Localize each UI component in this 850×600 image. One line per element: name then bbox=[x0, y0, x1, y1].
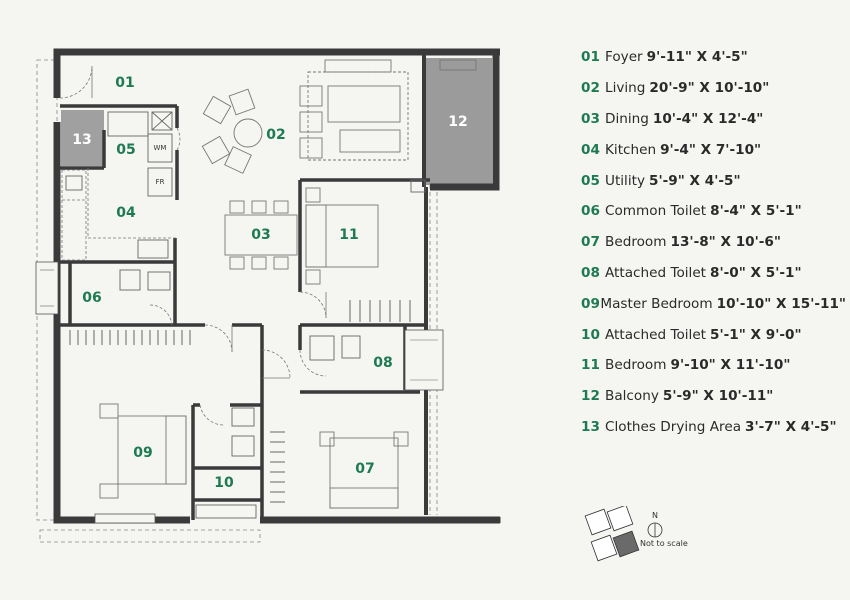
room-label-13: 13 bbox=[72, 132, 91, 148]
key-plan-block bbox=[584, 508, 612, 536]
legend-dimensions: 13'-8" X 10'-6" bbox=[670, 234, 781, 251]
key-plan-compass: N Not to scale bbox=[584, 506, 688, 562]
legend-room-name: Utility bbox=[605, 172, 645, 189]
washer-label: WM bbox=[154, 144, 167, 152]
legend-room-name: Living bbox=[605, 80, 646, 97]
legend-dimensions: 5'-9" X 4'-5" bbox=[649, 172, 741, 189]
legend-dimensions: 10'-4" X 12'-4" bbox=[652, 110, 764, 127]
room-label-12: 12 bbox=[448, 114, 467, 130]
room-label-08: 08 bbox=[373, 355, 392, 371]
room-label-10: 10 bbox=[214, 475, 234, 491]
legend-number: 06 bbox=[581, 203, 600, 220]
north-label: N bbox=[652, 511, 658, 520]
scale-note: Not to scale bbox=[640, 539, 688, 548]
legend-room-name: Bedroom bbox=[605, 357, 667, 374]
legend-number: 02 bbox=[581, 80, 600, 97]
room-label-07: 07 bbox=[355, 461, 374, 477]
legend-number: 11 bbox=[581, 357, 600, 374]
legend-dimensions: 8'-4" X 5'-1" bbox=[710, 203, 802, 220]
legend-room-name: Attached Toilet bbox=[605, 264, 707, 281]
legend-number: 08 bbox=[581, 264, 600, 281]
legend-number: 05 bbox=[581, 172, 600, 189]
key-plan-block-highlight bbox=[612, 530, 640, 558]
legend-room-name: Dining bbox=[605, 110, 649, 127]
legend-dimensions: 5'-1" X 9'-0" bbox=[710, 326, 802, 343]
legend-dimensions: 9'-11" X 4'-5" bbox=[646, 49, 748, 66]
legend-dimensions: 5'-9" X 10'-11" bbox=[662, 388, 774, 405]
legend-dimensions: 3'-7" X 4'-5" bbox=[745, 418, 837, 435]
legend-number: 12 bbox=[581, 388, 600, 405]
legend-room-name: Bedroom bbox=[605, 234, 667, 251]
legend-number: 07 bbox=[581, 234, 600, 251]
legend-room-name: Common Toilet bbox=[605, 203, 707, 220]
key-plan-block bbox=[590, 534, 618, 562]
room-label-09: 09 bbox=[133, 445, 152, 461]
room-label-02: 02 bbox=[266, 127, 285, 143]
legend-number: 09 bbox=[581, 295, 600, 312]
legend-number: 04 bbox=[581, 141, 600, 158]
legend-dimensions: 9'-4" X 7'-10" bbox=[660, 141, 762, 158]
room-label-04: 04 bbox=[116, 205, 136, 221]
legend-room-name: Master Bedroom bbox=[600, 295, 713, 312]
legend-room-name: Clothes Drying Area bbox=[605, 418, 742, 435]
room-label-03: 03 bbox=[251, 227, 270, 243]
drying-area bbox=[61, 110, 104, 166]
legend-dimensions: 20'-9" X 10'-10" bbox=[649, 80, 770, 97]
key-plan-block bbox=[606, 506, 634, 532]
balcony-area bbox=[426, 58, 492, 185]
legend-room-name: Kitchen bbox=[605, 141, 657, 158]
room-label-06: 06 bbox=[82, 290, 101, 306]
legend-room-name: Balcony bbox=[605, 388, 659, 405]
legend-room-name: Foyer bbox=[605, 49, 643, 66]
legend-number: 03 bbox=[581, 110, 600, 127]
legend-dimensions: 10'-10" X 15'-11" bbox=[716, 295, 846, 312]
room-label-01: 01 bbox=[115, 75, 134, 91]
legend-room-name: Attached Toilet bbox=[605, 326, 707, 343]
floor-plan: WM FR bbox=[35, 48, 501, 543]
legend-number: 10 bbox=[581, 326, 600, 343]
room-label-11: 11 bbox=[339, 227, 358, 243]
legend-dimensions: 8'-0" X 5'-1" bbox=[710, 264, 802, 281]
legend-dimensions: 9'-10" X 11'-10" bbox=[670, 357, 791, 374]
room-label-05: 05 bbox=[116, 142, 135, 158]
fridge-label: FR bbox=[156, 178, 165, 186]
legend-number: 13 bbox=[581, 418, 600, 435]
legend-number: 01 bbox=[581, 49, 600, 66]
